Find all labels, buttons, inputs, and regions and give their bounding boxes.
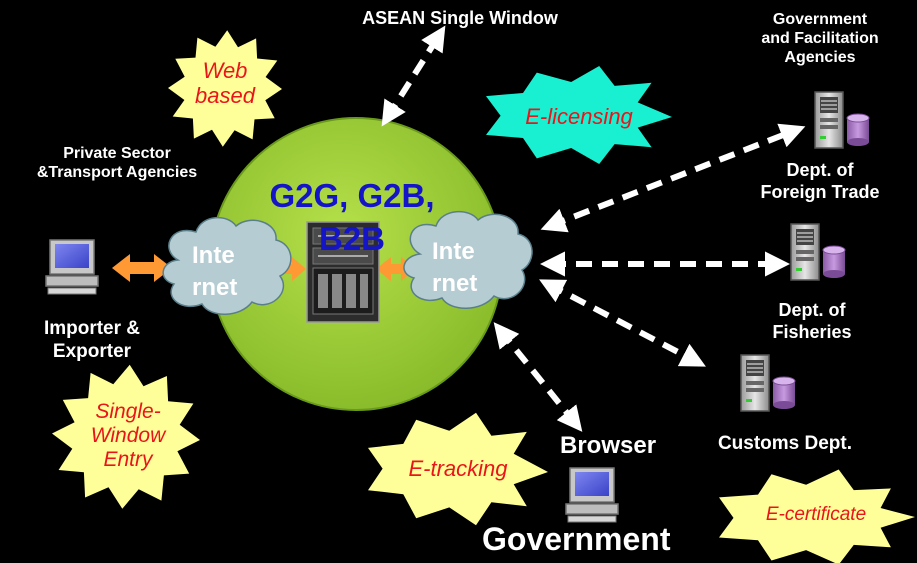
burst-web-based xyxy=(168,30,282,147)
cloud-internet-right xyxy=(403,211,533,309)
burst-label-web-based: Web based xyxy=(195,58,255,109)
arrow-dept-foreign-trade xyxy=(540,123,806,233)
label-asean-single-window: ASEAN Single Window xyxy=(362,8,558,28)
burst-label-e-tracking: E-tracking xyxy=(408,456,508,481)
label-private-sector: Private Sector &Transport Agencies xyxy=(36,145,198,182)
arrow-customs-dept xyxy=(539,279,706,367)
cloud-label-left: Inte rnet xyxy=(192,242,238,302)
label-government: Government xyxy=(482,521,671,557)
server-with-database-icon-foreign-trade xyxy=(814,91,870,149)
burst-label-single-window-entry: Single- Window Entry xyxy=(90,400,166,472)
label-dept-fisheries: Dept. of Fisheries xyxy=(772,300,852,342)
arrow-browser xyxy=(493,322,583,432)
burst-label-e-certificate: E-certificate xyxy=(765,504,867,525)
desktop-computer-icon-browser xyxy=(565,467,619,523)
burst-label-e-licensing: E-licensing xyxy=(525,104,633,129)
arrow-asean-single-window xyxy=(381,25,446,127)
label-customs-dept: Customs Dept. xyxy=(717,433,853,454)
desktop-computer-icon-importer xyxy=(45,239,99,295)
burst-e-tracking xyxy=(368,412,548,526)
server-with-database-icon-fisheries xyxy=(790,223,846,281)
link-arrow-pc-cloud xyxy=(112,254,172,282)
burst-single-window-entry xyxy=(52,364,200,509)
label-importer-exporter: Importer & Exporter xyxy=(43,318,141,362)
cloud-internet-left xyxy=(162,217,292,315)
burst-e-certificate xyxy=(719,469,915,563)
cloud-label-right: Inte rnet xyxy=(432,238,478,298)
label-dept-foreign-trade: Dept. of Foreign Trade xyxy=(760,160,880,202)
label-browser: Browser xyxy=(560,432,657,459)
server-with-database-icon-customs xyxy=(740,354,796,412)
hub-label: G2G, G2B, B2B xyxy=(269,177,435,257)
server-rack-icon xyxy=(306,221,380,323)
label-government-agencies: Government and Facilitation Agencies xyxy=(761,11,879,67)
